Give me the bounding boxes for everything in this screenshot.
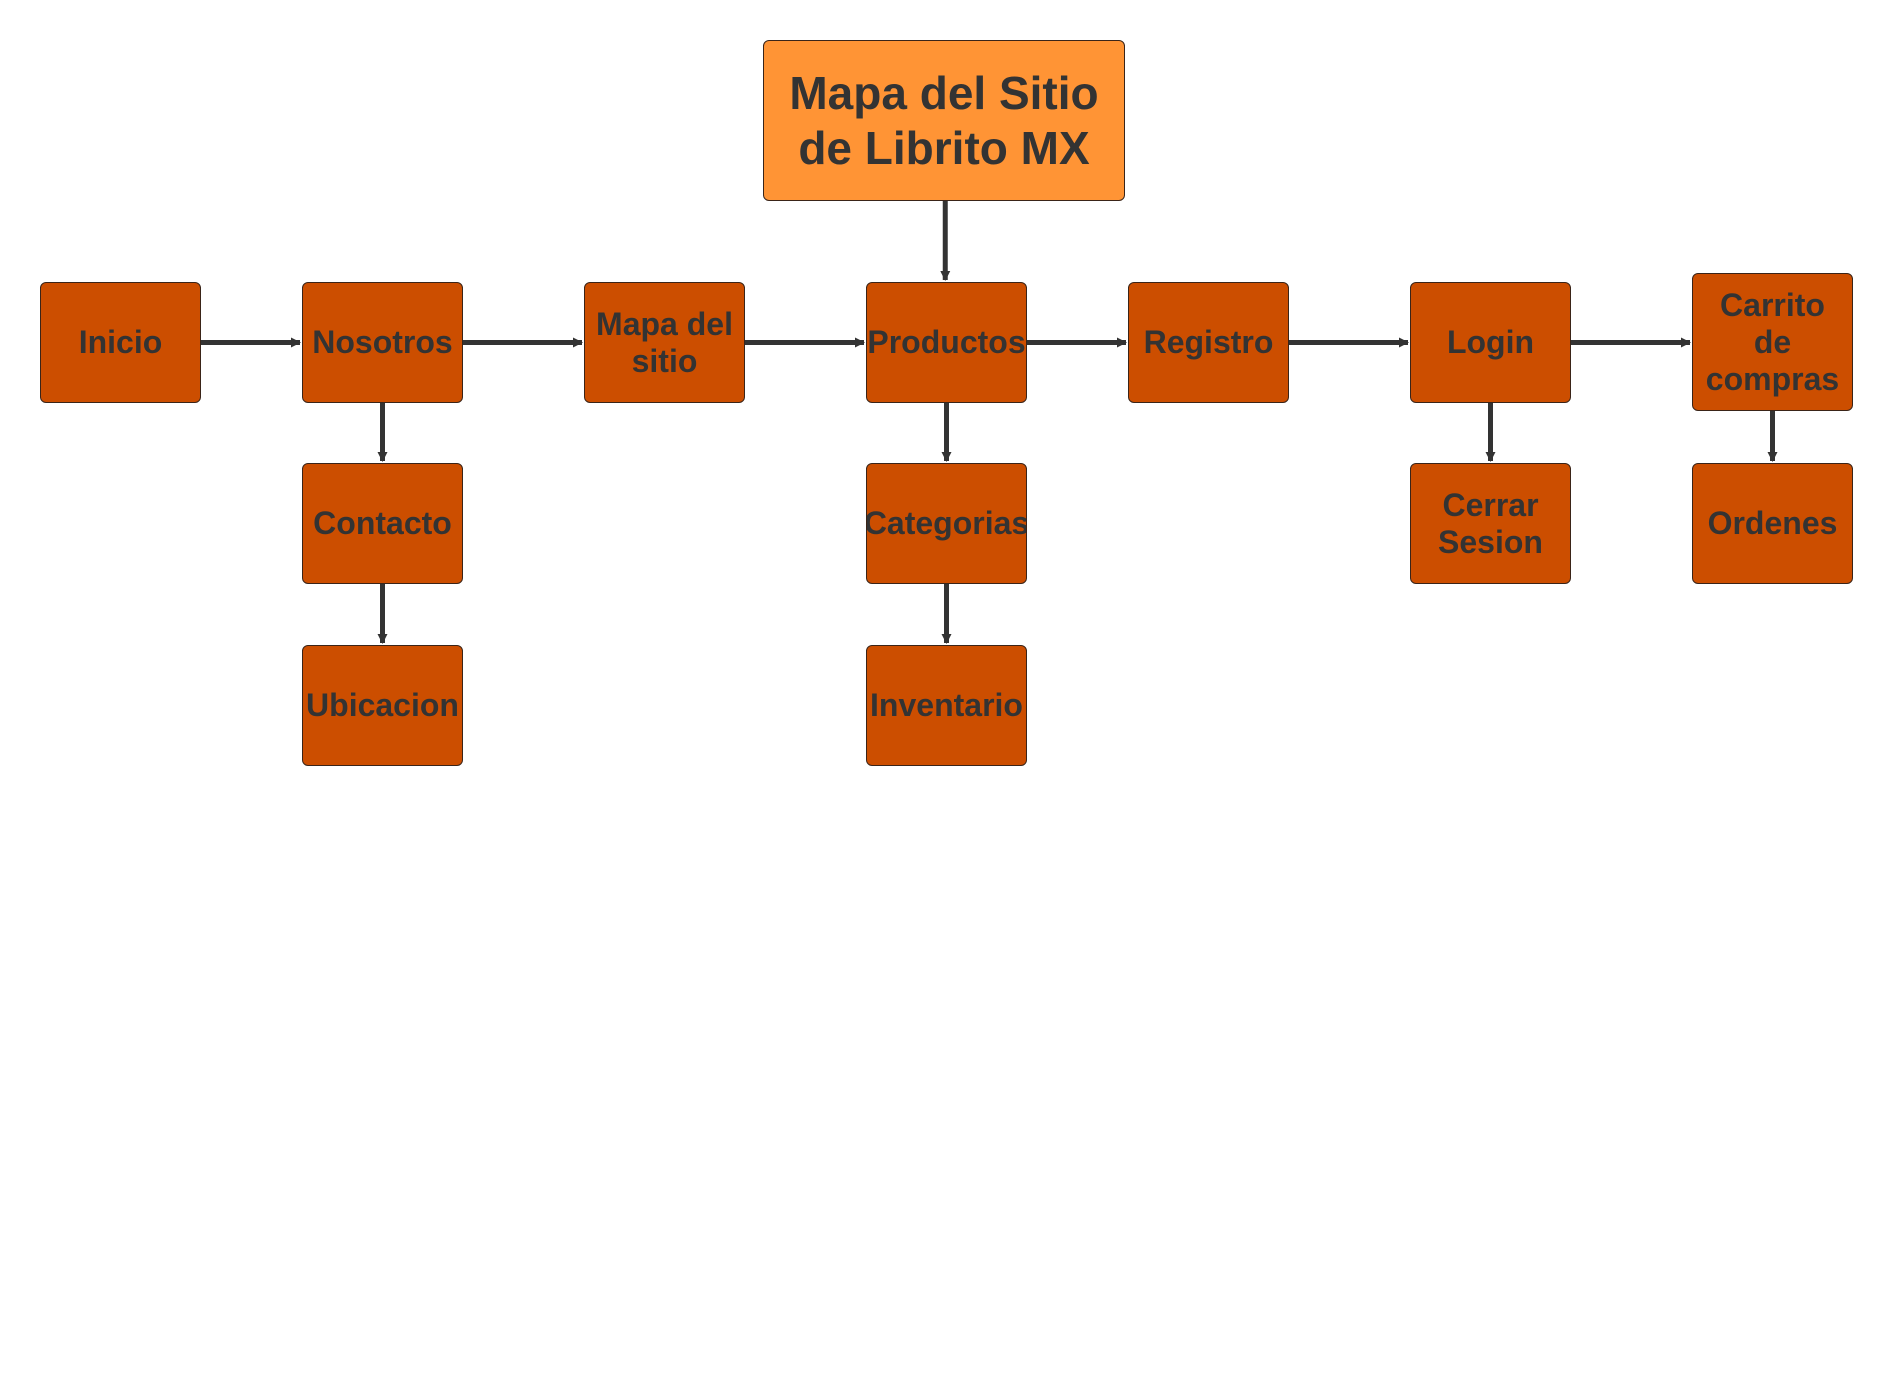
node-cerrar-sesion: Cerrar Sesion bbox=[1410, 463, 1571, 584]
node-ordenes: Ordenes bbox=[1692, 463, 1853, 584]
node-registro: Registro bbox=[1128, 282, 1289, 403]
node-contacto: Contacto bbox=[302, 463, 463, 584]
node-inicio: Inicio bbox=[40, 282, 201, 403]
node-ubicacion: Ubicacion bbox=[302, 645, 463, 766]
node-mapa-del-sitio: Mapa del sitio bbox=[584, 282, 745, 403]
node-productos: Productos bbox=[866, 282, 1027, 403]
node-carrito-de-compras: Carrito de compras bbox=[1692, 273, 1853, 411]
node-nosotros: Nosotros bbox=[302, 282, 463, 403]
node-login: Login bbox=[1410, 282, 1571, 403]
diagram-title-box: Mapa del Sitio de Librito MX bbox=[763, 40, 1125, 201]
node-categorias: Categorias bbox=[866, 463, 1027, 584]
node-inventario: Inventario bbox=[866, 645, 1027, 766]
